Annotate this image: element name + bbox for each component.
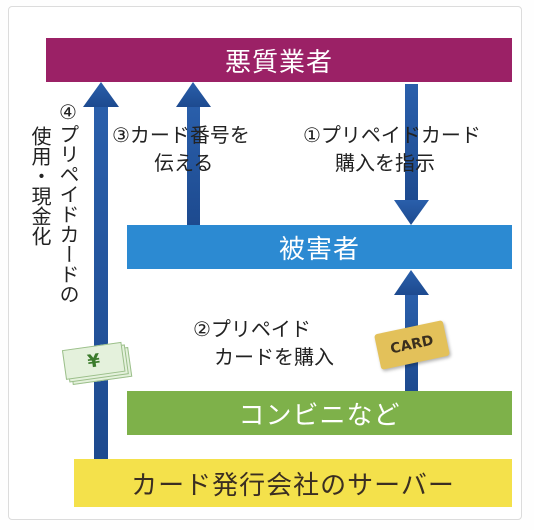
step3-label-line2: 伝える	[154, 151, 214, 175]
step2-label-line1: ②プリペイド	[193, 317, 311, 341]
cash-stack-illustration: ¥	[61, 341, 133, 386]
step1-arrow	[394, 84, 429, 225]
step1-label-line2: 購入を指示	[335, 151, 435, 175]
dealer-box: 悪質業者	[46, 38, 512, 82]
step3-label-line1: ③カード番号を	[112, 123, 250, 147]
step1-label-line1: ①プリペイドカード	[303, 123, 481, 147]
step3-arrow	[176, 82, 211, 225]
card-issuer-server-box: カード発行会社のサーバー	[74, 459, 512, 507]
step4-label-col2: 使用・現金化	[28, 126, 52, 246]
step4-label-col1: ④プリペイドカードの	[56, 100, 80, 304]
convenience-store-box: コンビニなど	[127, 391, 512, 435]
step2-label-line2: カードを購入	[214, 345, 334, 369]
card-text: CARD	[389, 332, 435, 358]
victim-box: 被害者	[127, 225, 512, 269]
